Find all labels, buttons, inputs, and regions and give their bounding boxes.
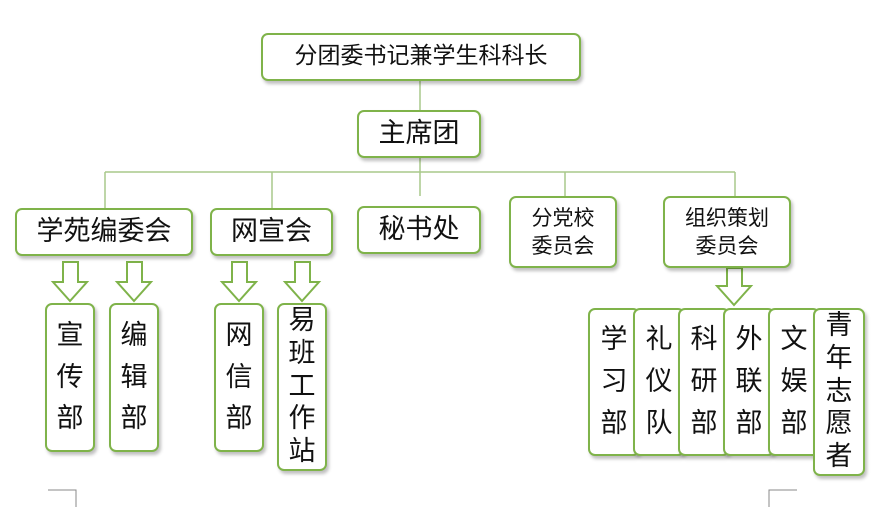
node-presidium-label: 主席团 <box>378 118 460 150</box>
node-presidium: 主席团 <box>357 110 481 158</box>
node-bianji: 编辑部 <box>109 303 159 452</box>
node-xuanchuan: 宣传部 <box>45 303 95 452</box>
node-fendang: 分党校委员会 <box>509 196 617 268</box>
node-xuexi-label: 学习部 <box>600 324 628 439</box>
corner-mark-left <box>48 489 77 507</box>
arrow-to-bianji <box>114 261 154 303</box>
node-wangxin: 网信部 <box>214 303 264 452</box>
node-liyi: 礼仪队 <box>633 308 685 456</box>
node-top: 分团委书记兼学生科科长 <box>261 33 581 81</box>
node-fendang-label: 分党校委员会 <box>531 205 595 258</box>
node-wenyu: 文娱部 <box>768 308 820 456</box>
arrow-to-yiban <box>282 261 322 303</box>
node-mishu-label: 秘书处 <box>378 214 460 246</box>
node-keyan: 科研部 <box>678 308 730 456</box>
arrow-to-zuzhi-subunits <box>714 267 754 307</box>
node-wailian-label: 外联部 <box>735 324 763 439</box>
node-wailian: 外联部 <box>723 308 775 456</box>
node-keyan-label: 科研部 <box>690 324 718 439</box>
node-wangxin-label: 网信部 <box>225 319 253 435</box>
node-zuzhi-label: 组织策划委员会 <box>685 205 769 258</box>
arrow-to-xuanchuan <box>50 261 90 303</box>
node-wangxuan-label: 网宣会 <box>231 216 312 248</box>
node-qingnian-label: 青年志愿者 <box>825 309 853 473</box>
node-yiban: 易班工作站 <box>277 303 327 471</box>
node-zuzhi: 组织策划委员会 <box>663 196 791 268</box>
node-top-label: 分团委书记兼学生科科长 <box>294 43 548 70</box>
node-liyi-label: 礼仪队 <box>645 324 673 439</box>
node-bianji-label: 编辑部 <box>120 319 148 435</box>
node-wenyu-label: 文娱部 <box>780 324 808 439</box>
node-wangxuan: 网宣会 <box>210 208 333 256</box>
node-xuanchuan-label: 宣传部 <box>56 319 84 435</box>
arrow-to-wangxin <box>219 261 259 303</box>
corner-mark-right <box>768 489 797 507</box>
node-yiban-label: 易班工作站 <box>288 304 316 468</box>
node-mishu: 秘书处 <box>357 206 481 254</box>
node-xueyuan-label: 学苑编委会 <box>36 216 172 248</box>
node-xueyuan: 学苑编委会 <box>15 208 193 256</box>
node-qingnian: 青年志愿者 <box>813 308 865 476</box>
